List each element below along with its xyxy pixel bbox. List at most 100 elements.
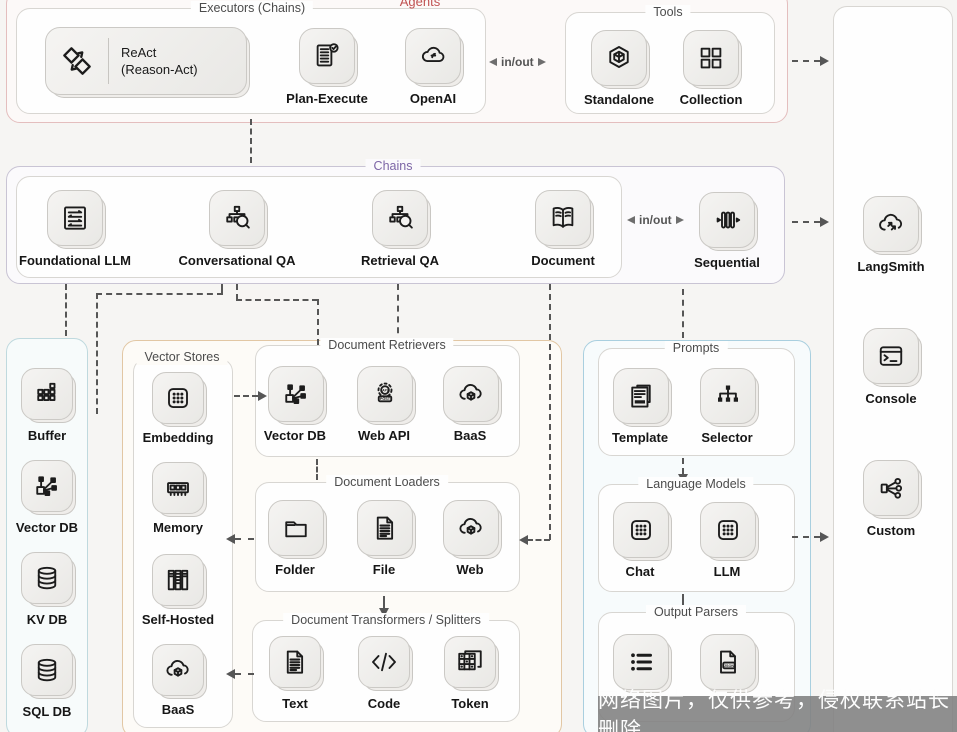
connector-stub <box>236 284 238 300</box>
template-label: Template <box>611 430 669 445</box>
connector-transformers-baas <box>235 673 254 675</box>
prompts-title: Prompts <box>664 341 728 356</box>
self-hosted-label: Self-Hosted <box>141 612 215 627</box>
dot-matrix-icon <box>626 515 656 545</box>
openai-label: OpenAI <box>409 91 457 106</box>
document-chain-card <box>535 190 591 246</box>
selector-label: Selector <box>701 430 753 445</box>
chains-inner-box <box>16 176 622 278</box>
cloud-cube-icon <box>456 379 486 409</box>
conversational-qa-card <box>209 190 265 246</box>
foundational-llm-label: Foundational LLM <box>19 253 131 268</box>
database-icon <box>32 563 62 593</box>
in-out-indicator-chains: in/out <box>627 213 684 227</box>
code-icon <box>369 647 399 677</box>
conversational-qa-label: Conversational QA <box>178 253 296 268</box>
connector-retrievers-loaders <box>316 459 318 480</box>
custom-card <box>863 460 919 516</box>
retrieval-qa-card <box>372 190 428 246</box>
cloud-sync-icon <box>876 209 906 239</box>
document-transformers-title: Document Transformers / Splitters <box>283 613 489 628</box>
console-card <box>863 328 919 384</box>
sequential-bars-icon <box>712 205 742 235</box>
buffer-grid-icon <box>32 379 62 409</box>
custom-label: Custom <box>866 523 916 538</box>
database-icon <box>32 655 62 685</box>
vector-graph-icon <box>281 379 311 409</box>
foundational-llm-card <box>47 190 103 246</box>
react-icon <box>46 42 108 80</box>
executors-title: Executors (Chains) <box>190 1 314 16</box>
vector-db-retriever-label: Vector DB <box>263 428 327 443</box>
openai-cloud-icon <box>418 41 448 71</box>
ram-chip-icon <box>163 473 193 503</box>
self-hosted-card <box>152 554 204 606</box>
svg-text:API: API <box>382 388 388 392</box>
connector-elbow <box>96 293 223 295</box>
connector-models-callbacks <box>792 536 820 538</box>
left-arrow-icon <box>489 58 497 66</box>
react-divider <box>108 38 109 84</box>
standalone-cube-icon <box>604 43 634 73</box>
sql-db-label: SQL DB <box>22 704 72 719</box>
web-loader-label: Web <box>456 562 484 577</box>
connector-models-parsers <box>682 594 684 606</box>
web-loader-card <box>443 500 499 556</box>
sql-db-card <box>21 644 73 696</box>
memory-store-card <box>152 462 204 514</box>
template-card <box>613 368 669 424</box>
baas-retriever-card <box>443 366 499 422</box>
vector-db-retriever-card <box>268 366 324 422</box>
document-retrievers-title: Document Retrievers <box>320 338 454 353</box>
collection-card <box>683 30 739 86</box>
watermark-bar: 网络图片，仅供参考，侵权联系站长删除 <box>598 689 957 732</box>
text-splitter-label: Text <box>282 696 308 711</box>
connector-chains-memory <box>65 284 67 336</box>
retrieval-qa-label: Retrieval QA <box>360 253 440 268</box>
left-arrow-icon <box>627 216 635 224</box>
svg-text:JSON: JSON <box>724 664 735 668</box>
code-splitter-label: Code <box>367 696 401 711</box>
sequential-label: Sequential <box>694 255 760 270</box>
standalone-card <box>591 30 647 86</box>
standalone-label: Standalone <box>583 92 655 107</box>
vector-stores-title: Vector Stores <box>136 350 228 365</box>
vector-db-memory-card <box>21 460 73 512</box>
baas-store-card <box>152 644 204 696</box>
kv-db-card <box>21 552 73 604</box>
connector-stub <box>221 284 223 295</box>
json-parser-card: JSON <box>700 634 756 690</box>
arrowhead-left <box>226 669 235 679</box>
connector-loaders-transformers <box>383 596 385 608</box>
plan-execute-icon <box>312 41 342 71</box>
server-racks-icon <box>163 565 193 595</box>
buffer-card <box>21 368 73 420</box>
embedding-card <box>152 372 204 424</box>
react-label: ReAct (Reason-Act) <box>121 45 198 77</box>
llm-model-card <box>700 502 756 558</box>
right-arrow-icon <box>675 216 684 224</box>
file-doc-icon <box>370 513 400 543</box>
react-card: ReAct (Reason-Act) <box>45 27 247 95</box>
openai-card <box>405 28 461 84</box>
terminal-icon <box>876 341 906 371</box>
share-nodes-icon <box>876 473 906 503</box>
embedding-label: Embedding <box>142 430 214 445</box>
open-book-icon <box>548 203 578 233</box>
connector-chains-prompts <box>682 289 684 338</box>
token-splitter-card <box>444 636 496 688</box>
document-chain-label: Document <box>531 253 595 268</box>
tools-title: Tools <box>645 5 691 20</box>
file-card <box>357 500 413 556</box>
code-splitter-card <box>358 636 410 688</box>
template-doc-icon <box>626 381 656 411</box>
token-grid-icon <box>455 647 485 677</box>
language-models-title: Language Models <box>638 477 754 492</box>
arrowhead-right <box>820 56 829 66</box>
folder-card <box>268 500 324 556</box>
collection-label: Collection <box>679 92 743 107</box>
collection-grid-icon <box>696 43 726 73</box>
arrowhead-left <box>226 534 235 544</box>
